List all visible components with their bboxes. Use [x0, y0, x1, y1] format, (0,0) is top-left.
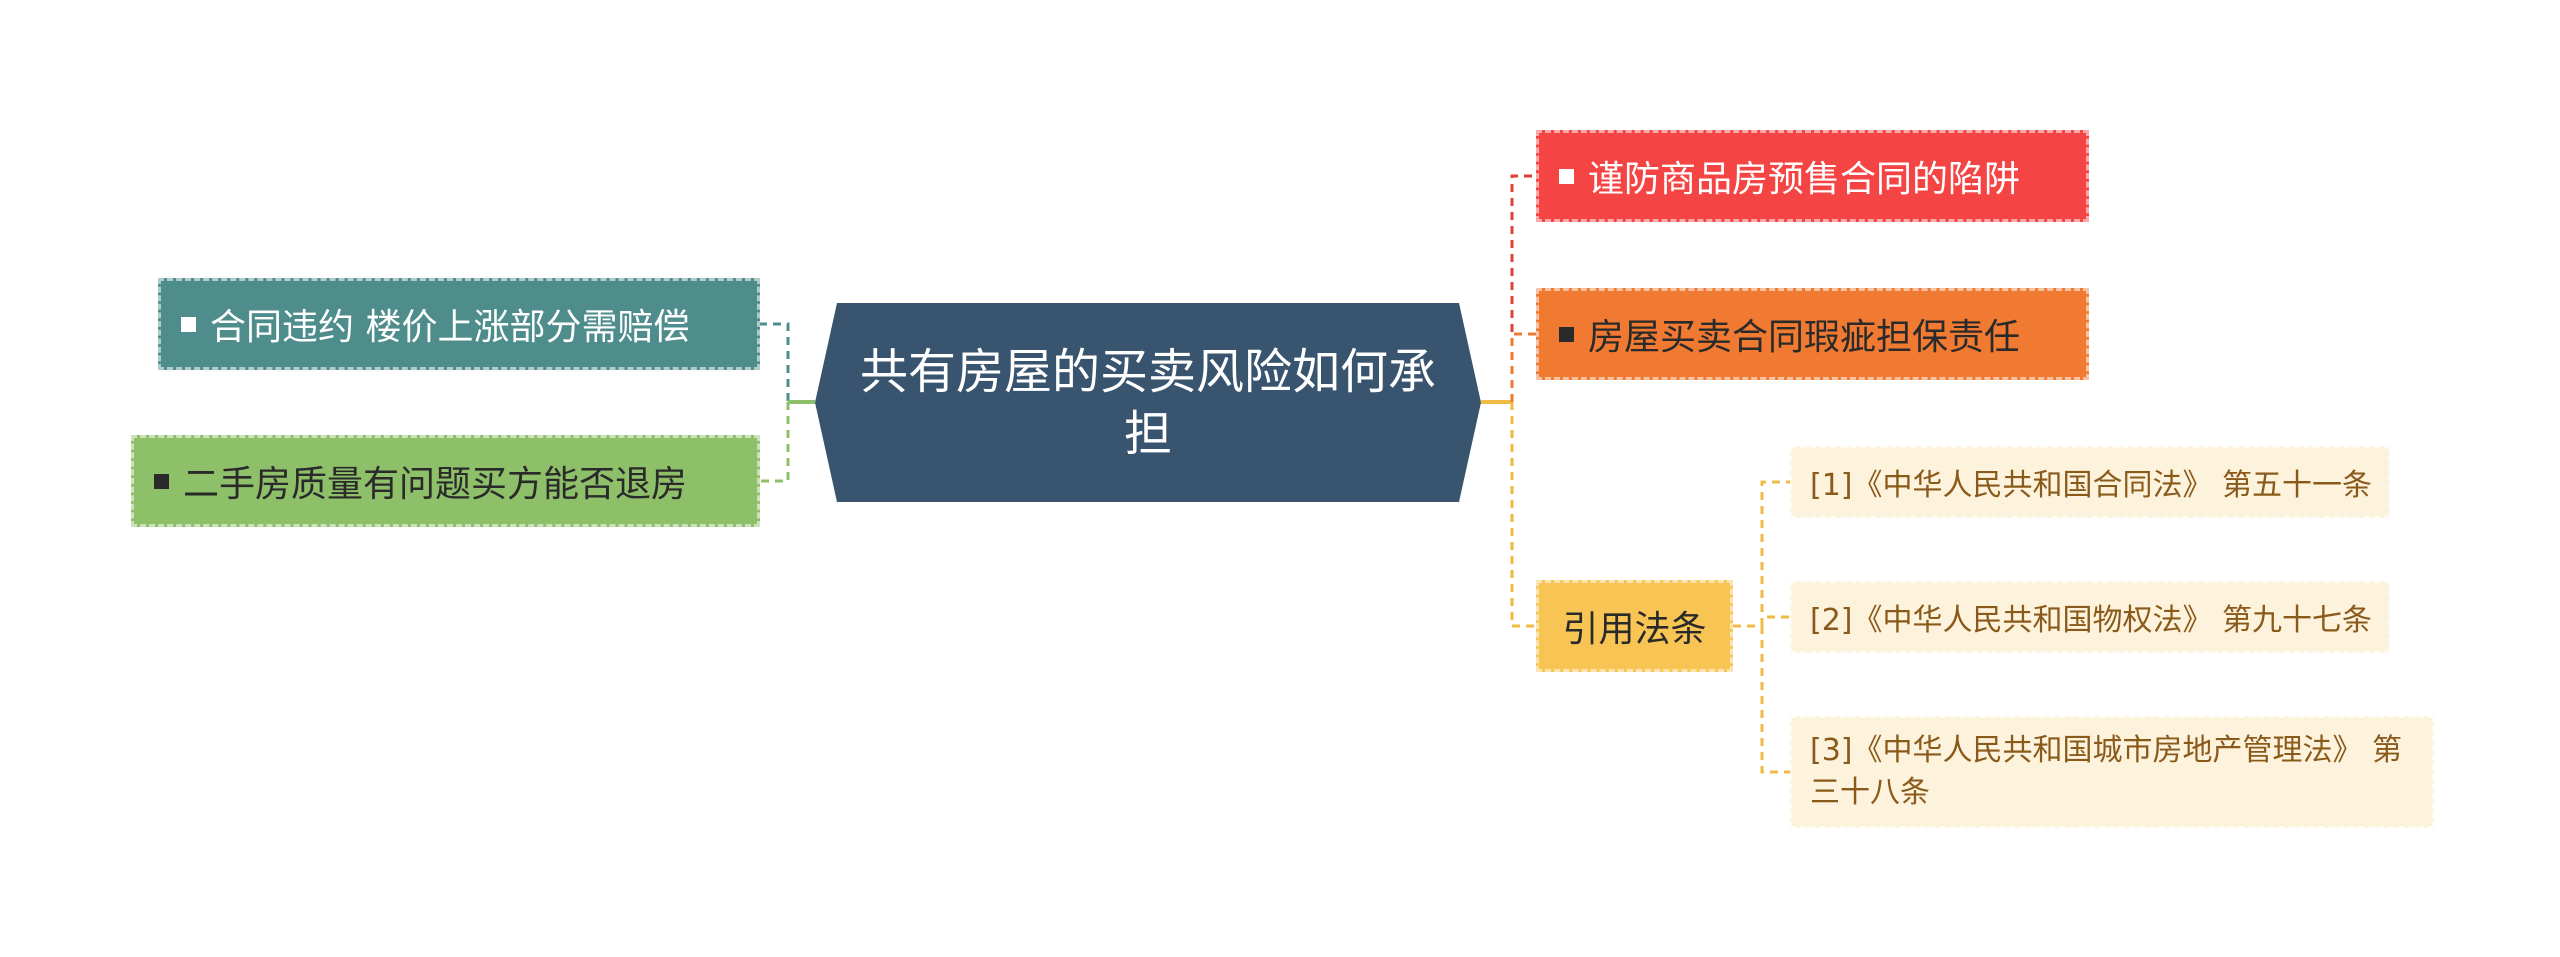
square-bullet-icon [181, 316, 196, 332]
square-bullet-icon [154, 473, 169, 489]
connector-root-left2 [760, 402, 790, 483]
citation-label: [3]《中华人民共和国城市房地产管理法》 第三十八条 [1810, 733, 2403, 810]
branch-cited-laws[interactable]: 引用法条 [1536, 580, 1733, 672]
square-bullet-icon [1559, 326, 1574, 342]
connector-root-right2 [1510, 332, 1536, 402]
connector-right3-sub2 [1760, 615, 1790, 626]
central-topic-shape [815, 303, 1481, 502]
connector-right3-sub1 [1760, 480, 1790, 626]
branch-second-hand-quality[interactable]: 二手房质量有问题买方能否退房 [131, 435, 760, 527]
connector-root-right3 [1510, 402, 1536, 628]
central-topic-label: 共有房屋的买卖风险如何承担 [859, 343, 1436, 462]
branch-defect-warranty[interactable]: 房屋买卖合同瑕疵担保责任 [1536, 288, 2089, 380]
law-citation-property-law[interactable]: [2]《中华人民共和国物权法》 第九十七条 [1790, 581, 2390, 653]
branch-presale-contract-trap[interactable]: 谨防商品房预售合同的陷阱 [1536, 130, 2089, 222]
branch-label: 谨防商品房预售合同的陷阱 [1588, 159, 2021, 200]
square-bullet-icon [1559, 168, 1574, 184]
connector-root-right1 [1510, 174, 1536, 402]
citation-label: [1]《中华人民共和国合同法》 第五十一条 [1810, 468, 2373, 503]
law-citation-real-estate-law[interactable]: [3]《中华人民共和国城市房地产管理法》 第三十八条 [1790, 716, 2434, 828]
connector-right3-sub3 [1760, 626, 1790, 774]
law-citation-contract-law[interactable]: [1]《中华人民共和国合同法》 第五十一条 [1790, 446, 2390, 518]
branch-label: 二手房质量有问题买方能否退房 [183, 464, 688, 505]
citation-label: [2]《中华人民共和国物权法》 第九十七条 [1810, 603, 2373, 638]
connector-root-left1 [760, 322, 815, 404]
central-topic-hexagon [815, 303, 1481, 502]
branch-label: 引用法条 [1562, 609, 1707, 650]
branch-label: 合同违约 楼价上涨部分需赔偿 [210, 307, 690, 348]
branch-contract-breach[interactable]: 合同违约 楼价上涨部分需赔偿 [158, 278, 760, 370]
central-topic[interactable]: 共有房屋的买卖风险如何承担 [815, 303, 1481, 502]
branch-label: 房屋买卖合同瑕疵担保责任 [1588, 317, 2021, 358]
